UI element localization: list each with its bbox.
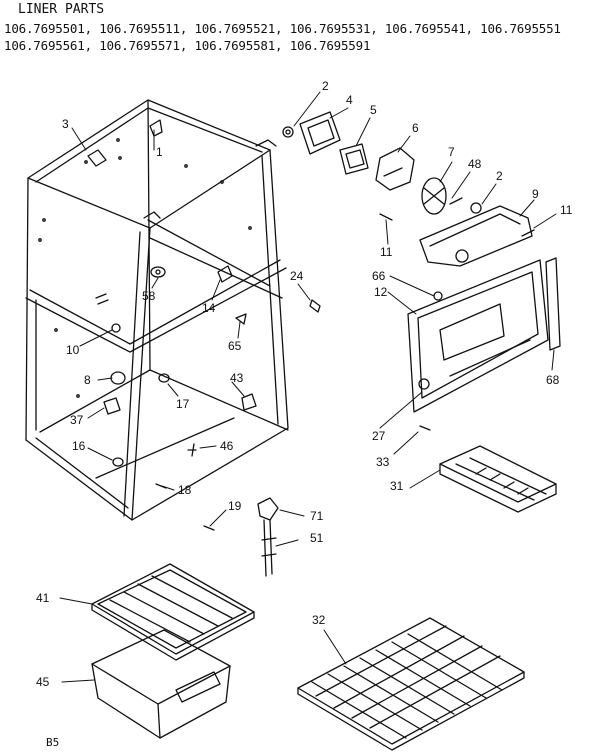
- callout-68: 68: [546, 373, 560, 387]
- leader-lines: [59, 91, 557, 683]
- callout-31: 31: [390, 479, 404, 493]
- callout-16: 16: [72, 439, 86, 453]
- callout-65: 65: [228, 339, 242, 353]
- callout-10: 10: [66, 343, 80, 357]
- callout-11-b: 11: [380, 245, 393, 259]
- callout-46: 46: [220, 439, 234, 453]
- model-numbers-line-1: 106.7695501, 106.7695511, 106.7695521, 1…: [4, 21, 561, 36]
- callout-24: 24: [290, 269, 304, 283]
- callout-43: 43: [230, 371, 244, 385]
- callout-2: 2: [322, 79, 329, 93]
- callout-51: 51: [310, 531, 324, 545]
- diagram-title: LINER PARTS: [18, 2, 105, 17]
- drawer-pan: [91, 629, 231, 739]
- callout-45: 45: [36, 675, 50, 689]
- callout-71: 71: [310, 509, 324, 523]
- callout-14: 14: [202, 301, 216, 315]
- callout-66: 66: [372, 269, 386, 283]
- callout-2-b: 2: [496, 169, 503, 183]
- callout-5: 5: [370, 103, 377, 117]
- fan-parts: [282, 111, 535, 267]
- ice-tray: [439, 445, 557, 513]
- model-numbers-line-2: 106.7695561, 106.7695571, 106.7695581, 1…: [4, 38, 371, 53]
- callout-17: 17: [176, 397, 190, 411]
- freezer-tray: [91, 563, 255, 661]
- callout-27: 27: [372, 429, 386, 443]
- callout-48: 48: [468, 157, 482, 171]
- callout-9: 9: [532, 187, 539, 201]
- callout-32: 32: [312, 613, 326, 627]
- callout-18: 18: [178, 483, 192, 497]
- callout-8: 8: [84, 373, 91, 387]
- liner-cabinet: [25, 99, 289, 521]
- callout-numbers: 2 4 5 6 7 48 2 9 11 11 3 1 24 66 12 68 2…: [36, 79, 573, 689]
- callout-1: 1: [156, 145, 163, 159]
- callout-4: 4: [346, 93, 353, 107]
- callout-12: 12: [374, 285, 388, 299]
- callout-19: 19: [228, 499, 242, 513]
- callout-41: 41: [36, 591, 50, 605]
- thermostat-assembly: [257, 497, 279, 577]
- callout-6: 6: [412, 121, 419, 135]
- small-inner-parts: [95, 265, 321, 531]
- callout-37: 37: [70, 413, 84, 427]
- evaporator-cover: [407, 257, 561, 431]
- callout-11: 11: [560, 203, 573, 217]
- callout-3: 3: [62, 117, 69, 131]
- diagram-code: B5: [46, 736, 60, 749]
- callout-58: 58: [142, 289, 156, 303]
- callout-33: 33: [376, 455, 390, 469]
- callout-7: 7: [448, 145, 455, 159]
- wire-shelf: [297, 617, 525, 751]
